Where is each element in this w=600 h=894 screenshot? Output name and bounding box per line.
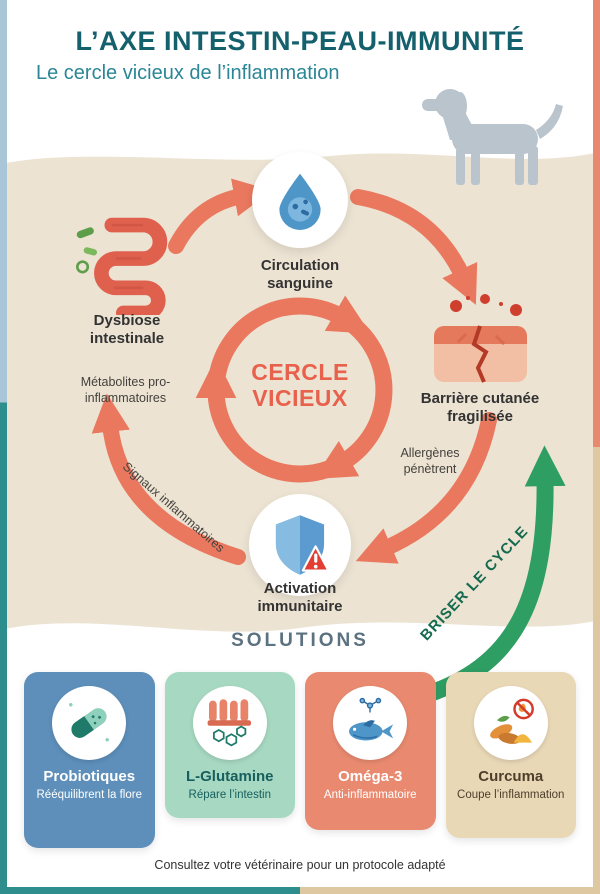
footer-note: Consultez votre vétérinaire pour un prot…: [154, 858, 446, 872]
card-icon-circle: [473, 686, 548, 760]
solution-card-omega3: Oméga-3 Anti-inflammatoire: [305, 672, 436, 830]
cycle-center-label: CERCLE VICIEUX: [251, 359, 349, 411]
solution-card-curcuma: Curcuma Coupe l’inflammation: [445, 672, 576, 838]
label-circulation: Circulation sanguine: [260, 257, 340, 292]
card-icon-circle: [333, 686, 408, 760]
omega3-fish-icon: [349, 697, 394, 741]
label-metabolites: Métabolites pro-inflammatoires: [80, 375, 171, 405]
node-circulation: [252, 152, 348, 248]
card-subtitle: Anti-inflammatoire: [323, 789, 417, 801]
dog-icon: [422, 89, 563, 185]
card-subtitle: Répare l’intestin: [188, 789, 271, 801]
page-title: L’AXE INTESTIN-PEAU-IMMUNITÉ: [75, 26, 525, 56]
card-title: L-Glutamine: [185, 768, 274, 785]
turmeric-icon: [489, 698, 534, 744]
label-dysbiose: Dysbiose intestinale: [89, 312, 165, 347]
frame-bottom-strip: [0, 887, 600, 894]
frame-right-strip: [593, 0, 600, 894]
probiotic-capsule-icon: [69, 703, 110, 742]
label-allergenes: Allergènes pénètrent: [400, 446, 460, 476]
label-activation: Activation immunitaire: [257, 580, 343, 615]
solutions-heading: SOLUTIONS: [231, 630, 369, 651]
blood-drop-icon: [279, 173, 321, 230]
card-subtitle: Rééquilibrent la flore: [36, 789, 142, 801]
card-title: Curcuma: [478, 768, 544, 785]
card-title: Probiotiques: [43, 768, 136, 785]
card-title: Oméga-3: [338, 768, 403, 785]
node-activation: [249, 494, 351, 596]
immune-shield-icon: [275, 515, 330, 575]
card-subtitle: Coupe l’inflammation: [457, 789, 565, 801]
page-subtitle: Le cercle vicieux de l’inflammation: [36, 62, 340, 84]
gut-lining-icon: [207, 699, 251, 747]
solution-card-glutamine: L-Glutamine Répare l’intestin: [164, 672, 295, 818]
intestine-icon: [76, 217, 168, 315]
card-icon-circle: [192, 686, 267, 760]
frame-left-strip: [0, 0, 7, 894]
card-icon-circle: [52, 686, 127, 760]
solutions-cards: Probiotiques Rééquilibrent la flore: [24, 672, 576, 848]
label-barriere: Barrière cutanée fragilisée: [420, 390, 540, 425]
solution-card-probiotiques: Probiotiques Rééquilibrent la flore: [24, 672, 155, 848]
damaged-skin-icon: [434, 294, 527, 383]
